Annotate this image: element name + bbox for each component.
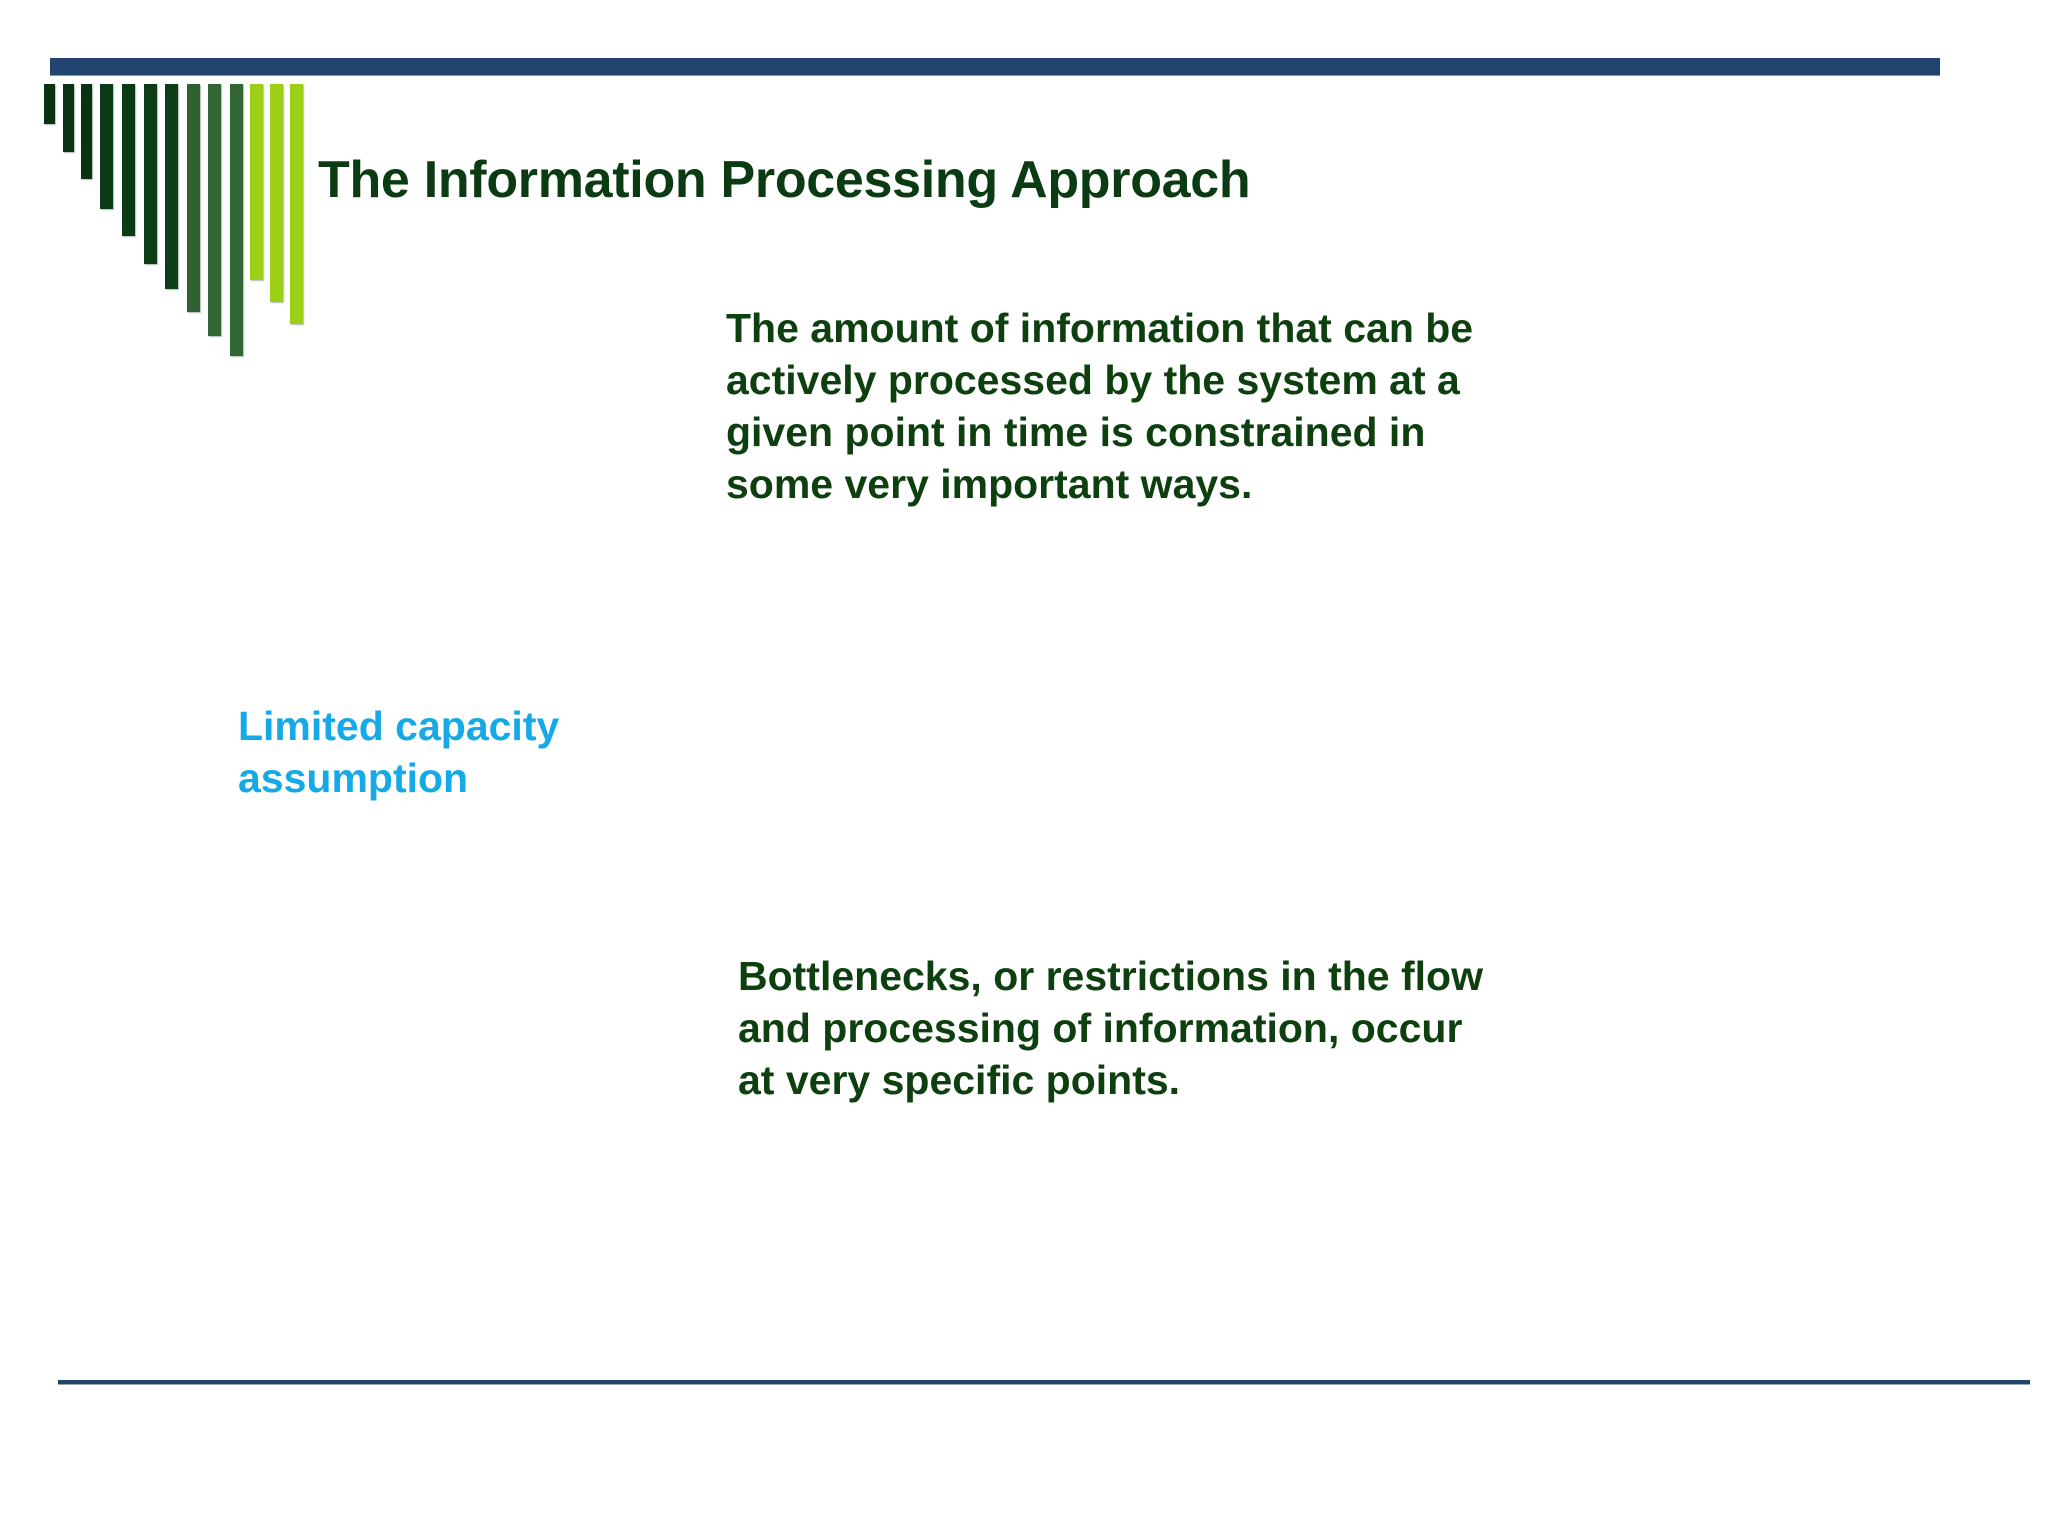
- decorative-bar: [208, 84, 221, 336]
- decorative-bar: [44, 84, 55, 124]
- decorative-bar: [187, 84, 200, 312]
- bottom-accent-rule: [58, 1380, 2030, 1384]
- decorative-bar: [230, 84, 243, 356]
- decorative-bar: [81, 84, 92, 179]
- page-title: The Information Processing Approach: [318, 150, 1251, 209]
- bottlenecks-description-text: Bottlenecks, or restrictions in the flow…: [738, 953, 1483, 1104]
- decorative-bar: [100, 84, 113, 209]
- limited-capacity-definition-text: The amount of information that can be ac…: [726, 305, 1474, 508]
- limited-capacity-label: Limited capacity assumption: [238, 703, 560, 802]
- decorative-bar: [270, 84, 283, 302]
- decorative-bar: [165, 84, 178, 289]
- top-accent-rule: [50, 58, 1940, 75]
- decorative-bar: [144, 84, 157, 264]
- descending-green-bars-decoration: [44, 84, 303, 356]
- decorative-bar: [250, 84, 263, 280]
- decorative-bar: [290, 84, 303, 324]
- decorative-bar: [63, 84, 74, 152]
- decorative-bar: [122, 84, 135, 236]
